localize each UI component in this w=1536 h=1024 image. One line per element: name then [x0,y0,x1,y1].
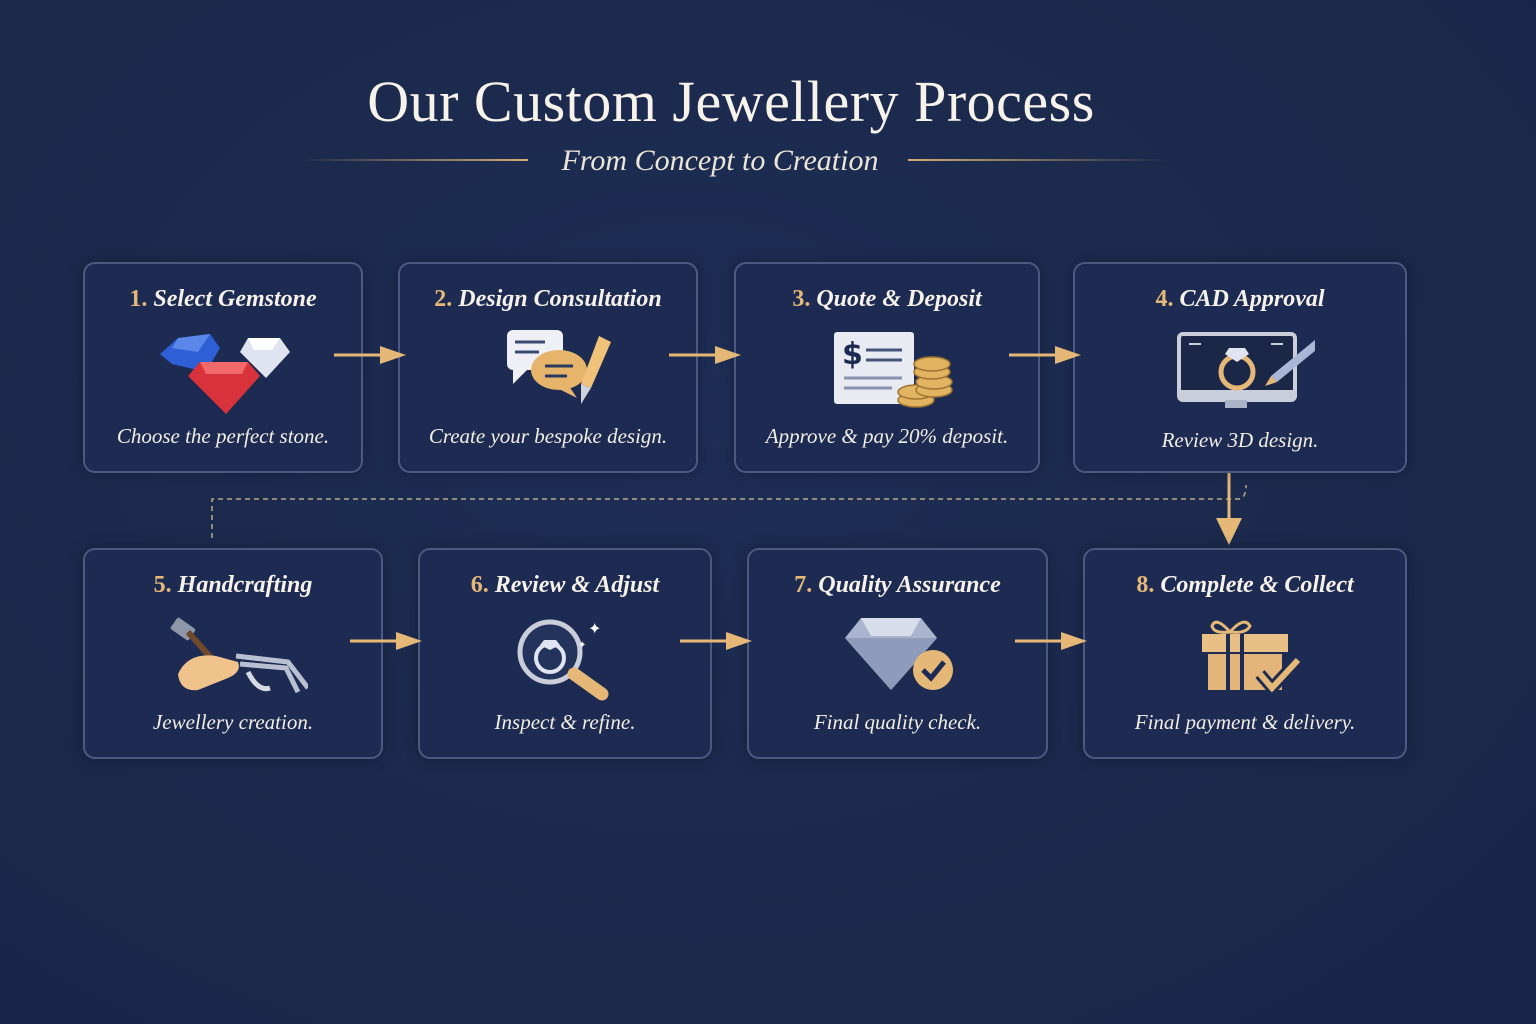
step-card-7: 7. Quality Assurance Final quality check… [747,548,1048,759]
step-title: 2. Design Consultation [434,286,662,312]
step-card-4: 4. CAD Approval Review 3D design. [1073,262,1407,473]
svg-text:✦: ✦ [588,619,601,638]
down-arrow-4-to-8 [1216,470,1242,545]
step-description: Inspect & refine. [494,710,636,734]
gift-check-icon [1170,612,1320,702]
svg-text:✦: ✦ [578,640,586,651]
step-title: 7. Quality Assurance [794,572,1001,598]
step-description: Create your bespoke design. [428,424,668,448]
step-card-6: 6. Review & Adjust ✦✦ Inspect & refine. [418,548,712,759]
step-description: Final payment & delivery. [1134,710,1356,734]
arrow-2-to-3 [669,346,741,364]
arrow-1-to-2 [334,346,406,364]
svg-text:$: $ [842,337,863,372]
step-card-2: 2. Design Consultation Create your bespo… [398,262,698,473]
magnifier-ring-icon: ✦✦ [490,612,640,702]
step-title: 1. Select Gemstone [129,286,317,312]
invoice-coins-icon: $ [812,326,962,416]
arrow-7-to-8 [1015,632,1087,650]
step-description: Final quality check. [813,710,982,734]
hammer-pliers-icon [158,612,308,702]
step-card-3: 3. Quote & Deposit $ Approve & pay 20% d… [734,262,1040,473]
arrow-6-to-7 [680,632,752,650]
page-subtitle: From Concept to Creation [561,144,879,177]
monitor-ring-icon [1165,326,1315,416]
step-title: 4. CAD Approval [1155,286,1325,312]
step-card-1: 1. Select Gemstone Choose the perfect st… [83,262,363,473]
step-description: Jewellery creation. [152,710,314,734]
step-title: 6. Review & Adjust [470,572,660,598]
step-description: Choose the perfect stone. [116,424,330,448]
step-card-5: 5. Handcrafting Jewellery creation. [83,548,383,759]
step-card-8: 8. Complete & Collect Final payment & de… [1083,548,1407,759]
step-title: 3. Quote & Deposit [792,286,982,312]
step-description: Review 3D design. [1161,428,1319,452]
dashed-connector [211,484,1247,538]
step-title: 8. Complete & Collect [1136,572,1354,598]
step-description: Approve & pay 20% deposit. [765,424,1009,448]
gemstones-icon [148,326,298,416]
arrow-3-to-4 [1009,346,1081,364]
page-title: Our Custom Jewellery Process [367,69,1095,134]
chat-pencil-icon [473,326,623,416]
divider-left [300,159,528,161]
arrow-5-to-6 [350,632,422,650]
step-title: 5. Handcrafting [153,572,313,598]
divider-right [908,159,1170,161]
diamond-check-icon [823,612,973,702]
